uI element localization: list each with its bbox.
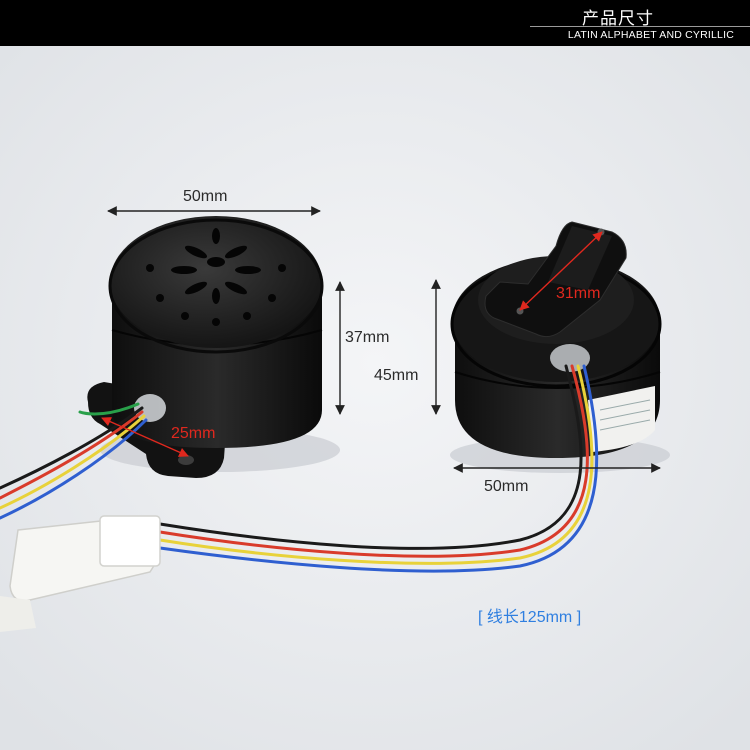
dimension-lines bbox=[101, 206, 661, 473]
right-width-label: 50mm bbox=[484, 478, 529, 495]
left-flange-hole bbox=[178, 455, 194, 465]
product-photo bbox=[0, 46, 750, 750]
header-divider bbox=[530, 26, 750, 27]
right-height-label: 45mm bbox=[374, 367, 419, 384]
right-body-ring bbox=[454, 371, 661, 389]
left-vent-pattern bbox=[146, 228, 286, 326]
right-grommet bbox=[550, 344, 590, 372]
header-title: 产品尺寸 bbox=[582, 9, 654, 29]
right-top-label: 31mm bbox=[556, 285, 601, 302]
left-buzzer bbox=[87, 216, 324, 478]
wire-harness-right bbox=[158, 364, 599, 573]
header-bar: 产品尺寸 LATIN ALPHABET AND CYRILLIC bbox=[0, 0, 750, 46]
header-subtitle: LATIN ALPHABET AND CYRILLIC bbox=[567, 29, 734, 41]
left-top-rim bbox=[108, 218, 324, 354]
left-width-label: 50mm bbox=[183, 188, 228, 205]
wire-connector bbox=[0, 515, 161, 632]
left-mount-label: 25mm bbox=[171, 425, 216, 442]
left-height-label: 37mm bbox=[345, 329, 390, 346]
cable-length-label: [ 线长125mm ] bbox=[478, 609, 582, 626]
left-grommet bbox=[134, 394, 166, 422]
left-top-face bbox=[110, 216, 322, 348]
